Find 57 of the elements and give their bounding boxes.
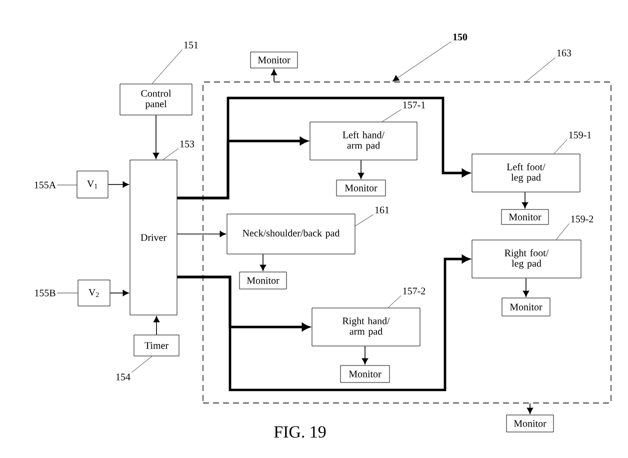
leader-line: [388, 295, 402, 308]
dashed-enclosure: [202, 82, 612, 404]
reference-numeral: 157-2: [403, 288, 426, 294]
reference-numeral: 154: [116, 374, 130, 380]
reference-numeral: 155A: [34, 182, 56, 188]
block-box: Monitor: [506, 414, 554, 432]
arrow: [526, 402, 534, 414]
block-box: Right foot/ leg pad: [472, 240, 582, 278]
leader-line: [382, 109, 402, 122]
block-box: Control panel: [120, 84, 192, 116]
arrow: [152, 114, 160, 159]
reference-numeral: 150: [453, 34, 468, 40]
reference-numeral: 159-2: [571, 216, 594, 222]
figure-caption: FIG. 19: [274, 426, 326, 438]
block-box: Monitor: [239, 272, 287, 290]
reference-numeral: 163: [557, 50, 572, 56]
leader-arrow: [392, 41, 452, 82]
reference-numeral: 151: [184, 42, 198, 48]
block-box: V$_{1}$: [76, 170, 108, 198]
arrow: [177, 96, 470, 200]
block-box: Monitor: [250, 52, 298, 68]
leader-line: [152, 49, 183, 84]
leader-line: [131, 356, 152, 373]
block-box: Left hand/ arm pad: [310, 122, 418, 160]
arrow: [270, 69, 278, 82]
reference-numeral: 161: [375, 206, 389, 214]
leader-line: [56, 292, 78, 294]
arrow: [522, 192, 528, 208]
arrow: [260, 254, 266, 271]
leader-line: [556, 223, 570, 240]
arrow: [362, 346, 368, 364]
arrow: [153, 316, 160, 336]
block-box: V$_{2}$: [78, 280, 110, 306]
arrow: [358, 160, 364, 179]
block-box: Timer: [134, 334, 180, 356]
block-box: Monitor: [501, 209, 549, 225]
leader-line: [162, 148, 179, 160]
arrow: [177, 255, 470, 392]
arrow: [110, 290, 129, 296]
arrow: [176, 230, 226, 238]
reference-numeral: 157-1: [403, 102, 426, 108]
block-box: Left foot/ leg pad: [472, 154, 580, 192]
arrow: [522, 278, 530, 297]
reference-numeral: 155B: [35, 290, 56, 296]
block-box: Monitor: [502, 298, 550, 316]
leader-line: [355, 214, 374, 226]
block-box: Neck/shoulder/back pad: [226, 214, 356, 254]
block-box: Right hand/ arm pad: [312, 308, 420, 346]
reference-numeral: 153: [180, 140, 194, 148]
block-box: Monitor: [336, 180, 386, 196]
block-box: Monitor: [340, 365, 390, 383]
leader-line: [57, 184, 77, 186]
leader-line: [526, 57, 556, 82]
reference-numeral: 159-1: [569, 132, 592, 138]
arrow: [108, 181, 129, 188]
block-box: Driver: [130, 160, 178, 316]
leader-line: [554, 139, 568, 154]
